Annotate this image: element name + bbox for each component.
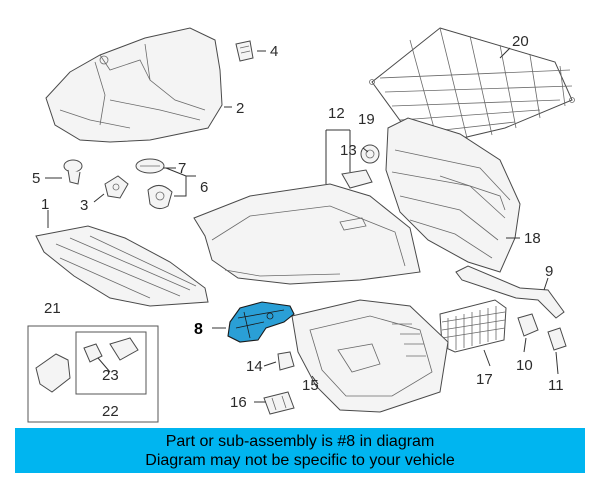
callout-10: 10 [516, 357, 533, 374]
part-8-tool-holder[interactable] [227, 301, 295, 343]
callout-6: 6 [200, 179, 208, 196]
callout-7: 7 [178, 160, 186, 177]
callout-16: 16 [230, 394, 247, 411]
callout-15: 15 [302, 377, 319, 394]
callout-1: 1 [41, 196, 49, 213]
trunk-parts-diagram: 4 2 20 5 3 7 6 1 12 13 19 18 9 8 17 10 1… [27, 27, 575, 423]
callout-13: 13 [340, 142, 357, 159]
part-1-floor-trim[interactable] [35, 225, 209, 307]
part-19-cap[interactable] [360, 144, 380, 164]
part-7-clip[interactable] [135, 158, 165, 174]
banner-line-1: Part or sub-assembly is #8 in diagram [165, 432, 435, 450]
callout-2: 2 [236, 100, 244, 117]
callout-11: 11 [548, 377, 564, 394]
part-18-rear-trim[interactable] [385, 117, 521, 273]
info-banner: Part or sub-assembly is #8 in diagram Di… [15, 428, 585, 473]
callout-5: 5 [32, 170, 40, 187]
part-16-bracket[interactable] [263, 391, 295, 415]
callout-19: 19 [358, 111, 375, 128]
callout-14: 14 [246, 358, 263, 375]
part-5-hook[interactable] [63, 159, 83, 185]
part-3-fastener[interactable] [104, 175, 129, 199]
callout-17: 17 [476, 371, 493, 388]
sub-assembly-box-21 [27, 325, 159, 423]
callout-4: 4 [270, 43, 278, 60]
part-14-clip[interactable] [277, 351, 295, 371]
part-12-floor-mat[interactable] [193, 183, 421, 285]
part-6-hook[interactable] [147, 185, 173, 210]
part-2-side-trim[interactable] [45, 27, 223, 143]
part-4-clip[interactable] [235, 40, 254, 62]
callout-3: 3 [80, 197, 88, 214]
callout-21: 21 [44, 300, 61, 317]
leader-lines [45, 47, 559, 403]
callout-9: 9 [545, 263, 553, 280]
part-15-storage-tub[interactable] [291, 299, 449, 413]
callout-8: 8 [194, 321, 203, 338]
part-13-handle[interactable] [341, 169, 373, 189]
part-9-rod[interactable] [455, 265, 565, 319]
callout-22: 22 [102, 403, 119, 420]
callout-12: 12 [328, 105, 345, 122]
part-17-basket[interactable] [439, 299, 507, 353]
part-11-bracket[interactable] [547, 327, 567, 351]
callout-18: 18 [524, 230, 541, 247]
banner-line-2: Diagram may not be specific to your vehi… [145, 451, 455, 469]
part-20-cargo-net[interactable] [369, 27, 575, 151]
part-10-bracket[interactable] [517, 313, 539, 337]
callout-20: 20 [512, 33, 529, 50]
callout-23: 23 [102, 367, 119, 384]
